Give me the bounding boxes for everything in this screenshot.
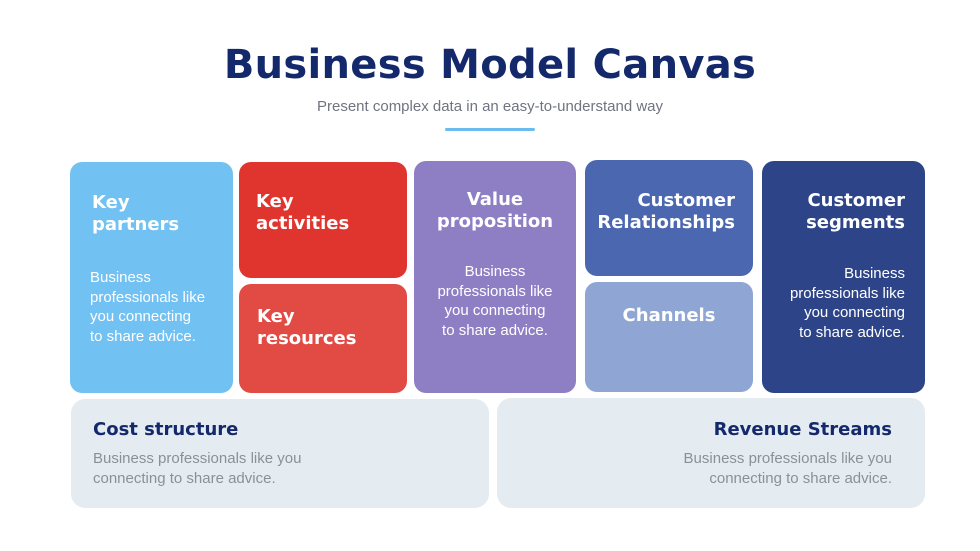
value-proposition-card: Value proposition Business professionals… [414, 161, 576, 393]
key-partners-card: Key partners Business professionals like… [70, 162, 233, 393]
key-resources-card: Key resources [239, 284, 407, 393]
customer-segments-body: Business professionals like you connecti… [789, 265, 905, 341]
customer-relationships-card: Customer Relationships [585, 160, 753, 276]
channels-card: Channels [585, 282, 753, 392]
page-title: Business Model Canvas [223, 42, 757, 88]
value-proposition-body: Business professionals like you connecti… [437, 263, 553, 339]
key-activities-title: Key activities [256, 191, 350, 234]
revenue-streams-card: Revenue Streams Business professionals l… [497, 398, 925, 508]
cost-structure-title: Cost structure [93, 419, 239, 440]
cost-structure-body: Business professionals like you connecti… [93, 450, 302, 487]
customer-segments-card: Customer segments Business professionals… [762, 161, 925, 393]
key-activities-card: Key activities [239, 162, 407, 278]
key-resources-title: Key resources [257, 306, 357, 349]
title-underline [445, 128, 535, 131]
value-proposition-title: Value proposition [436, 189, 554, 232]
cost-structure-card: Cost structure Business professionals li… [71, 399, 489, 508]
page-subtitle: Present complex data in an easy-to-under… [316, 98, 664, 115]
customer-segments-title: Customer segments [806, 190, 905, 233]
revenue-streams-body: Business professionals like you connecti… [683, 450, 892, 487]
customer-relationships-title: Customer Relationships [597, 190, 735, 233]
revenue-streams-title: Revenue Streams [713, 419, 892, 440]
key-partners-title: Key partners [92, 192, 180, 235]
channels-title: Channels [622, 305, 716, 326]
key-partners-body: Business professionals like you connecti… [90, 269, 206, 345]
